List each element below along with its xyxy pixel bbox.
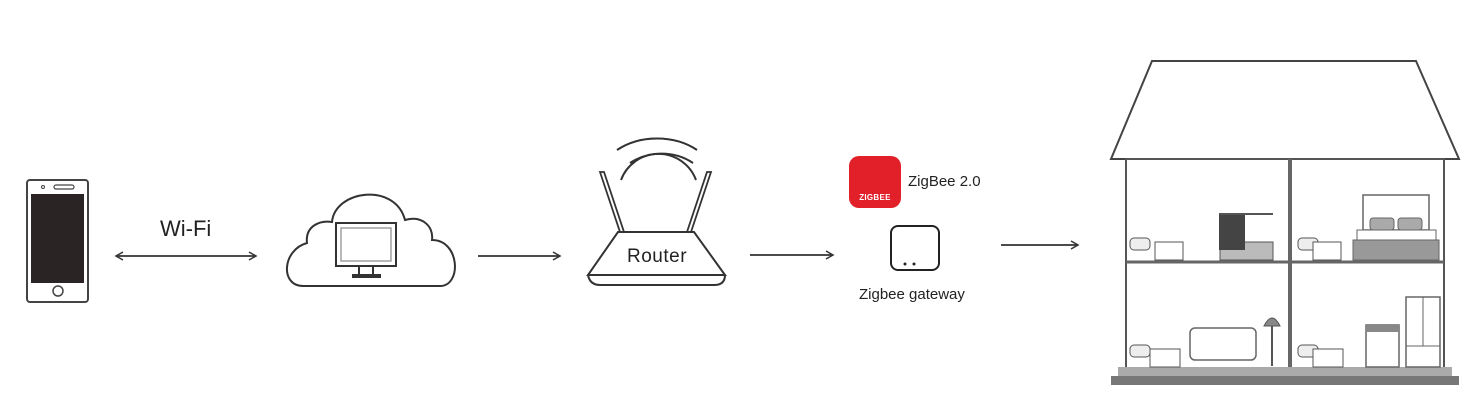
wifi-label: Wi-Fi — [160, 216, 212, 241]
zigbee-version-label: ZigBee 2.0 — [908, 173, 981, 190]
house-icon — [1109, 60, 1461, 385]
cloud-computer-icon — [286, 193, 456, 287]
gateway-icon — [890, 225, 940, 271]
router-icon — [586, 137, 727, 286]
smartphone-icon — [26, 179, 89, 303]
gateway-led — [903, 262, 907, 266]
router-label: Router — [627, 246, 688, 267]
zigbee-logo: ZIGBEE — [849, 156, 901, 208]
zigbee-logo-text: ZIGBEE — [859, 193, 891, 202]
gateway-label: Zigbee gateway — [859, 286, 965, 303]
gateway-led — [912, 262, 916, 266]
